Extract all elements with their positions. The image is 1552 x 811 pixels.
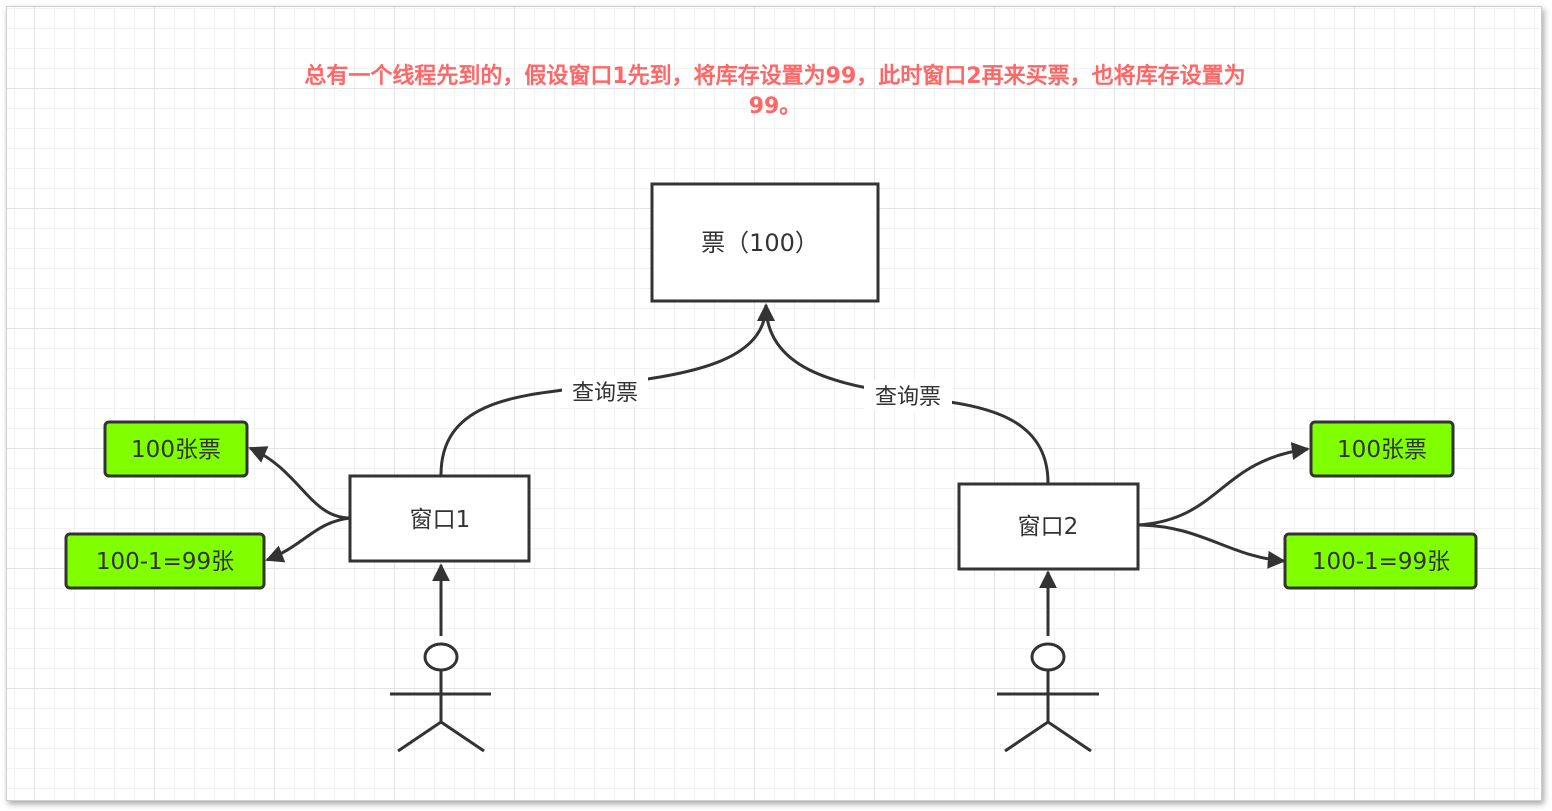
edge-window2-to-result-top	[1137, 442, 1310, 527]
window1-label: 窗口1	[410, 507, 471, 533]
edge-window2-to-result-bottom	[1137, 523, 1286, 569]
ticket-box-label: 票（100）	[701, 229, 819, 257]
user-actor-icon	[997, 642, 1099, 753]
diagram-canvas	[6, 6, 1542, 801]
window1-box	[348, 474, 531, 563]
window2-result-top-box	[1309, 420, 1455, 478]
edge-label-window2: 查询票	[875, 385, 941, 410]
ticket-box	[650, 182, 880, 303]
edge-label-window1: 查询票	[572, 381, 638, 406]
window1-result-top-label: 100张票	[131, 437, 221, 463]
window1-result-top-box	[103, 420, 249, 478]
window2-result-bottom-label: 100-1=99张	[1312, 549, 1450, 575]
window1-result-bottom-box	[64, 532, 266, 590]
diagram-caption: 总有一个线程先到的，假设窗口1先到，将库存设置为99，此时窗口2再来买票，也将库…	[304, 64, 1246, 119]
window1-result-bottom-label: 100-1=99张	[96, 549, 234, 575]
window2-box	[957, 482, 1140, 571]
user-actor-icon	[390, 642, 491, 753]
window2-result-top-label: 100张票	[1337, 437, 1427, 463]
edge-window1-to-result-bottom	[265, 516, 351, 563]
edge-label-bg-window1	[562, 376, 648, 406]
edge-label-bg-window2	[864, 380, 952, 410]
edge-window1-to-result-top	[248, 446, 351, 520]
window2-label: 窗口2	[1018, 514, 1079, 540]
window2-result-bottom-box	[1283, 532, 1478, 590]
